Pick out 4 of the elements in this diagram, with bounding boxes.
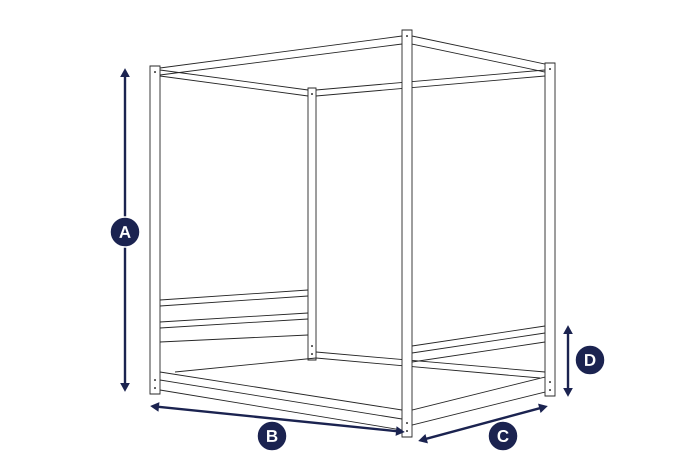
dimension-label: B [256, 420, 288, 452]
dimension-label: A [109, 216, 141, 248]
dimension-label: D [574, 344, 606, 376]
dimension-label: C [487, 420, 519, 452]
